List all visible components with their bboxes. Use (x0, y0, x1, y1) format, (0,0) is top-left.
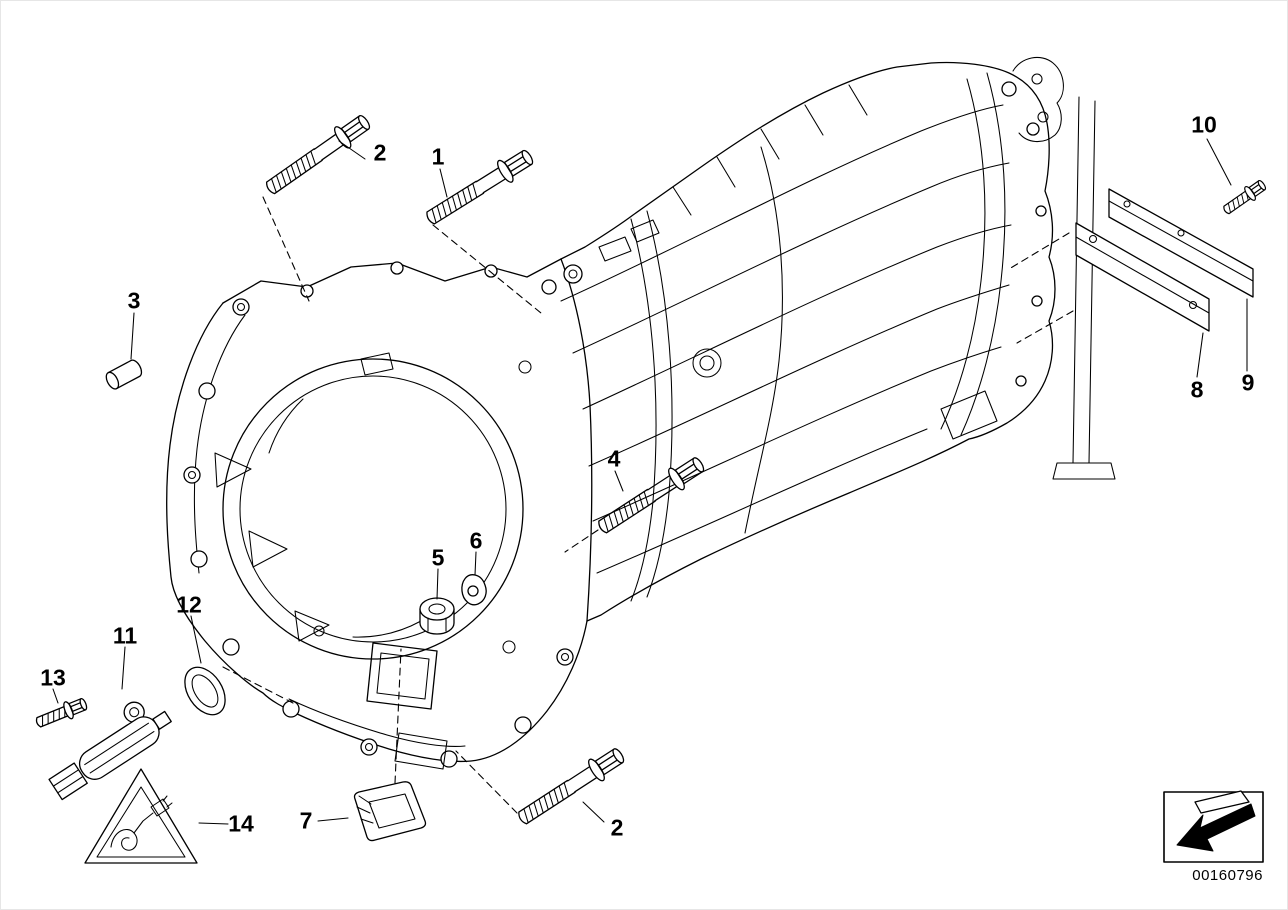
part-warning-cable-14[interactable] (84, 768, 198, 864)
locator-dashed-lines (222, 196, 1074, 814)
part-plate-9[interactable] (1108, 188, 1254, 298)
part-label-10[interactable]: 10 (1191, 111, 1217, 138)
part-label-4[interactable]: 4 (607, 445, 621, 472)
part-sensor-11[interactable] (38, 690, 176, 802)
part-dowel-3[interactable] (104, 358, 144, 391)
transmission-drawing (166, 56, 1116, 770)
part-label-2-top[interactable]: 2 (373, 139, 387, 166)
part-label-1[interactable]: 1 (431, 143, 445, 170)
part-label-8[interactable]: 8 (1190, 376, 1204, 403)
part-gasket-12[interactable] (177, 660, 234, 722)
part-bolt-2-top[interactable] (260, 109, 375, 201)
part-label-14[interactable]: 14 (228, 810, 254, 837)
image-number: 00160796 (1192, 867, 1263, 884)
label-leader-lines (52, 138, 1248, 825)
part-label-5[interactable]: 5 (431, 544, 445, 571)
part-nut-5[interactable] (419, 597, 455, 635)
part-label-3[interactable]: 3 (127, 287, 141, 314)
part-label-12[interactable]: 12 (176, 591, 202, 618)
part-label-13[interactable]: 13 (40, 664, 66, 691)
part-label-2-bottom[interactable]: 2 (610, 814, 624, 841)
part-label-9[interactable]: 9 (1241, 369, 1255, 396)
part-grommet-7[interactable] (353, 781, 427, 842)
part-label-7[interactable]: 7 (299, 807, 313, 834)
nav-arrow-icon[interactable] (1163, 790, 1264, 863)
part-plate-8[interactable] (1075, 222, 1210, 332)
part-seal-6[interactable] (461, 574, 487, 606)
part-label-6[interactable]: 6 (469, 527, 483, 554)
part-screw-13[interactable] (32, 694, 90, 732)
part-label-11[interactable]: 11 (112, 622, 138, 649)
part-screw-10[interactable] (1219, 176, 1269, 219)
